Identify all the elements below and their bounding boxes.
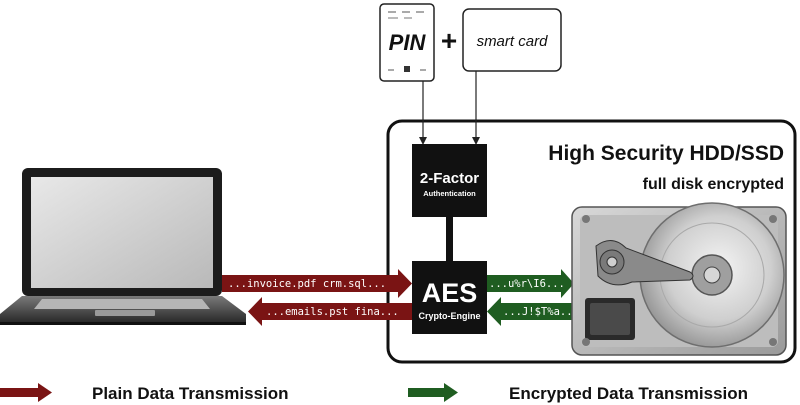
encrypted-out-arrow: [487, 269, 574, 298]
aes-box: [412, 261, 487, 334]
hard-drive-icon: [571, 202, 787, 356]
plus-sign: +: [441, 25, 457, 56]
two-factor-subtitle: Authentication: [423, 189, 476, 198]
smart-card: [462, 8, 562, 72]
aes-title: AES: [422, 278, 478, 308]
encrypted-out-stream: ...u%r\I6...: [489, 278, 565, 290]
plain-in-stream: ...emails.pst fina...: [266, 306, 399, 318]
device-subtitle: full disk encrypted: [643, 176, 784, 193]
pin-key-icon: [404, 66, 410, 72]
encrypted-in-arrow: [487, 297, 573, 326]
two-factor-title: 2-Factor: [420, 170, 479, 187]
two-factor-box: [412, 144, 487, 217]
smartcard-connector-arrowhead: [472, 137, 480, 145]
smart-card-label: smart card: [477, 33, 549, 50]
plain-in-arrow: [248, 297, 412, 326]
legend-plain-arrow: [0, 383, 52, 402]
legend-plain-label: Plain Data Transmission: [92, 384, 289, 403]
legend-encrypted-label: Encrypted Data Transmission: [509, 384, 748, 403]
legend-encrypted-arrow: [408, 383, 458, 402]
pin-label: PIN: [389, 30, 427, 55]
box-connector: [446, 217, 453, 261]
pin-connector-arrowhead: [419, 137, 427, 145]
laptop-icon: [0, 168, 246, 325]
plain-out-arrow: [222, 269, 412, 298]
aes-subtitle: Crypto-Engine: [419, 311, 481, 321]
device-title: High Security HDD/SSD: [548, 142, 784, 165]
plain-out-stream: ...invoice.pdf crm.sql...: [228, 278, 386, 290]
encrypted-in-stream: ...J!$T%a...: [503, 306, 579, 318]
pin-card: [379, 3, 435, 82]
